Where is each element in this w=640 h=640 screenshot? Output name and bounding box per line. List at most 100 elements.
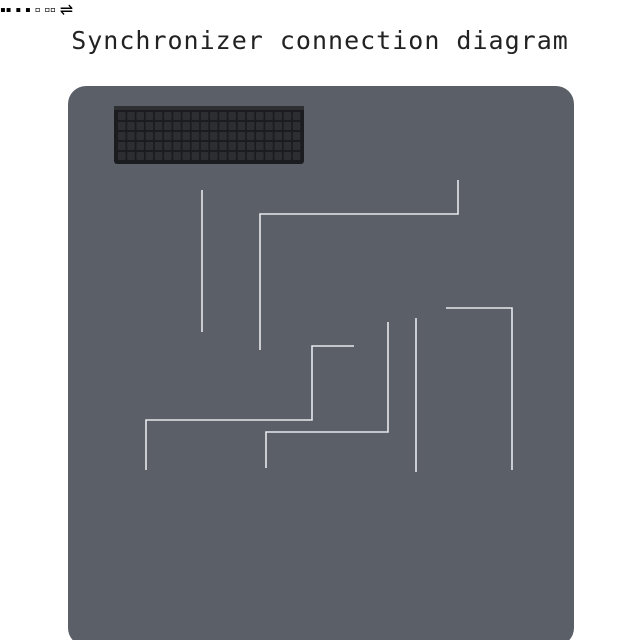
keyboard-key (173, 152, 181, 160)
keyboard-key (136, 132, 144, 140)
keyboard-key (247, 112, 255, 120)
keyboard-key (274, 152, 282, 160)
keyboard-key (173, 112, 181, 120)
keyboard-key (238, 142, 246, 150)
keyboard-key (219, 142, 227, 150)
keyboard-key (238, 122, 246, 130)
keyboard-icon (114, 106, 304, 164)
keyboard-key (155, 152, 163, 160)
keyboard-key (146, 112, 154, 120)
keyboard-key (201, 112, 209, 120)
keyboard-key (118, 112, 126, 120)
keyboard-key (293, 142, 301, 150)
keyboard-key (293, 122, 301, 130)
keyboard-key (265, 122, 273, 130)
keyboard-key (274, 142, 282, 150)
keyboard-key (136, 142, 144, 150)
keyboard-key (284, 122, 292, 130)
keyboard-key (127, 152, 135, 160)
keyboard-key (228, 122, 236, 130)
keyboard-key (146, 152, 154, 160)
keyboard-key (238, 132, 246, 140)
keyboard-key (136, 122, 144, 130)
keyboard-key (219, 122, 227, 130)
keyboard-key (118, 142, 126, 150)
panel-background (68, 86, 574, 640)
keyboard-key (136, 152, 144, 160)
keyboard-key (247, 122, 255, 130)
keyboard-key (192, 152, 200, 160)
keyboard-key (118, 132, 126, 140)
keyboard-key (265, 142, 273, 150)
keyboard-key (182, 152, 190, 160)
keyboard-key (284, 152, 292, 160)
keyboard-key (265, 132, 273, 140)
keyboard-key (173, 122, 181, 130)
keyboard-key (210, 142, 218, 150)
keyboard-key (155, 122, 163, 130)
keyboard-key (247, 132, 255, 140)
keyboard-key (210, 122, 218, 130)
keyboard-key (201, 142, 209, 150)
keyboard-key (164, 122, 172, 130)
keyboard-key (182, 142, 190, 150)
keyboard-key (265, 112, 273, 120)
keyboard-key (247, 142, 255, 150)
keyboard-key (256, 112, 264, 120)
keyboard-key (219, 152, 227, 160)
keyboard-key (192, 122, 200, 130)
keyboard-key (228, 142, 236, 150)
keyboard-key (228, 152, 236, 160)
keyboard-key (173, 132, 181, 140)
keyboard-key (247, 152, 255, 160)
keyboard-key (118, 122, 126, 130)
keyboard-key (265, 152, 273, 160)
keyboard-key (164, 142, 172, 150)
keyboard-key (210, 112, 218, 120)
keyboard-key (284, 142, 292, 150)
keyboard-key (293, 152, 301, 160)
keyboard-key (164, 152, 172, 160)
keyboard-key (146, 132, 154, 140)
keyboard-key (238, 112, 246, 120)
keyboard-key (155, 132, 163, 140)
keyboard-key (146, 142, 154, 150)
keyboard-key (219, 112, 227, 120)
keyboard-key (274, 122, 282, 130)
keyboard-key (164, 112, 172, 120)
keyboard-key (284, 132, 292, 140)
keyboard-key (228, 112, 236, 120)
keyboard-key (155, 112, 163, 120)
keyboard-key (127, 132, 135, 140)
keyboard-key (284, 112, 292, 120)
keyboard-key (192, 132, 200, 140)
keyboard-key (293, 112, 301, 120)
keyboard-key (182, 132, 190, 140)
keyboard-key (192, 112, 200, 120)
keyboard-key (256, 142, 264, 150)
keyboard-key (155, 142, 163, 150)
keyboard-key (182, 122, 190, 130)
keyboard-key (210, 132, 218, 140)
keyboard-key (201, 132, 209, 140)
keyboard-key (118, 152, 126, 160)
keyboard-key (219, 132, 227, 140)
keyboard-key (136, 112, 144, 120)
keyboard-key (228, 132, 236, 140)
keyboard-key (173, 142, 181, 150)
keyboard-key (201, 122, 209, 130)
keyboard-key (192, 142, 200, 150)
keyboard-key (127, 122, 135, 130)
keyboard-key (182, 112, 190, 120)
keyboard-key (256, 122, 264, 130)
keyboard-key (127, 142, 135, 150)
keyboard-key (238, 152, 246, 160)
keyboard-key (293, 132, 301, 140)
keyboard-key (164, 132, 172, 140)
keyboard-key (256, 152, 264, 160)
keyboard-key (146, 122, 154, 130)
keyboard-key (127, 112, 135, 120)
keyboard-key (256, 132, 264, 140)
keyboard-key (210, 152, 218, 160)
